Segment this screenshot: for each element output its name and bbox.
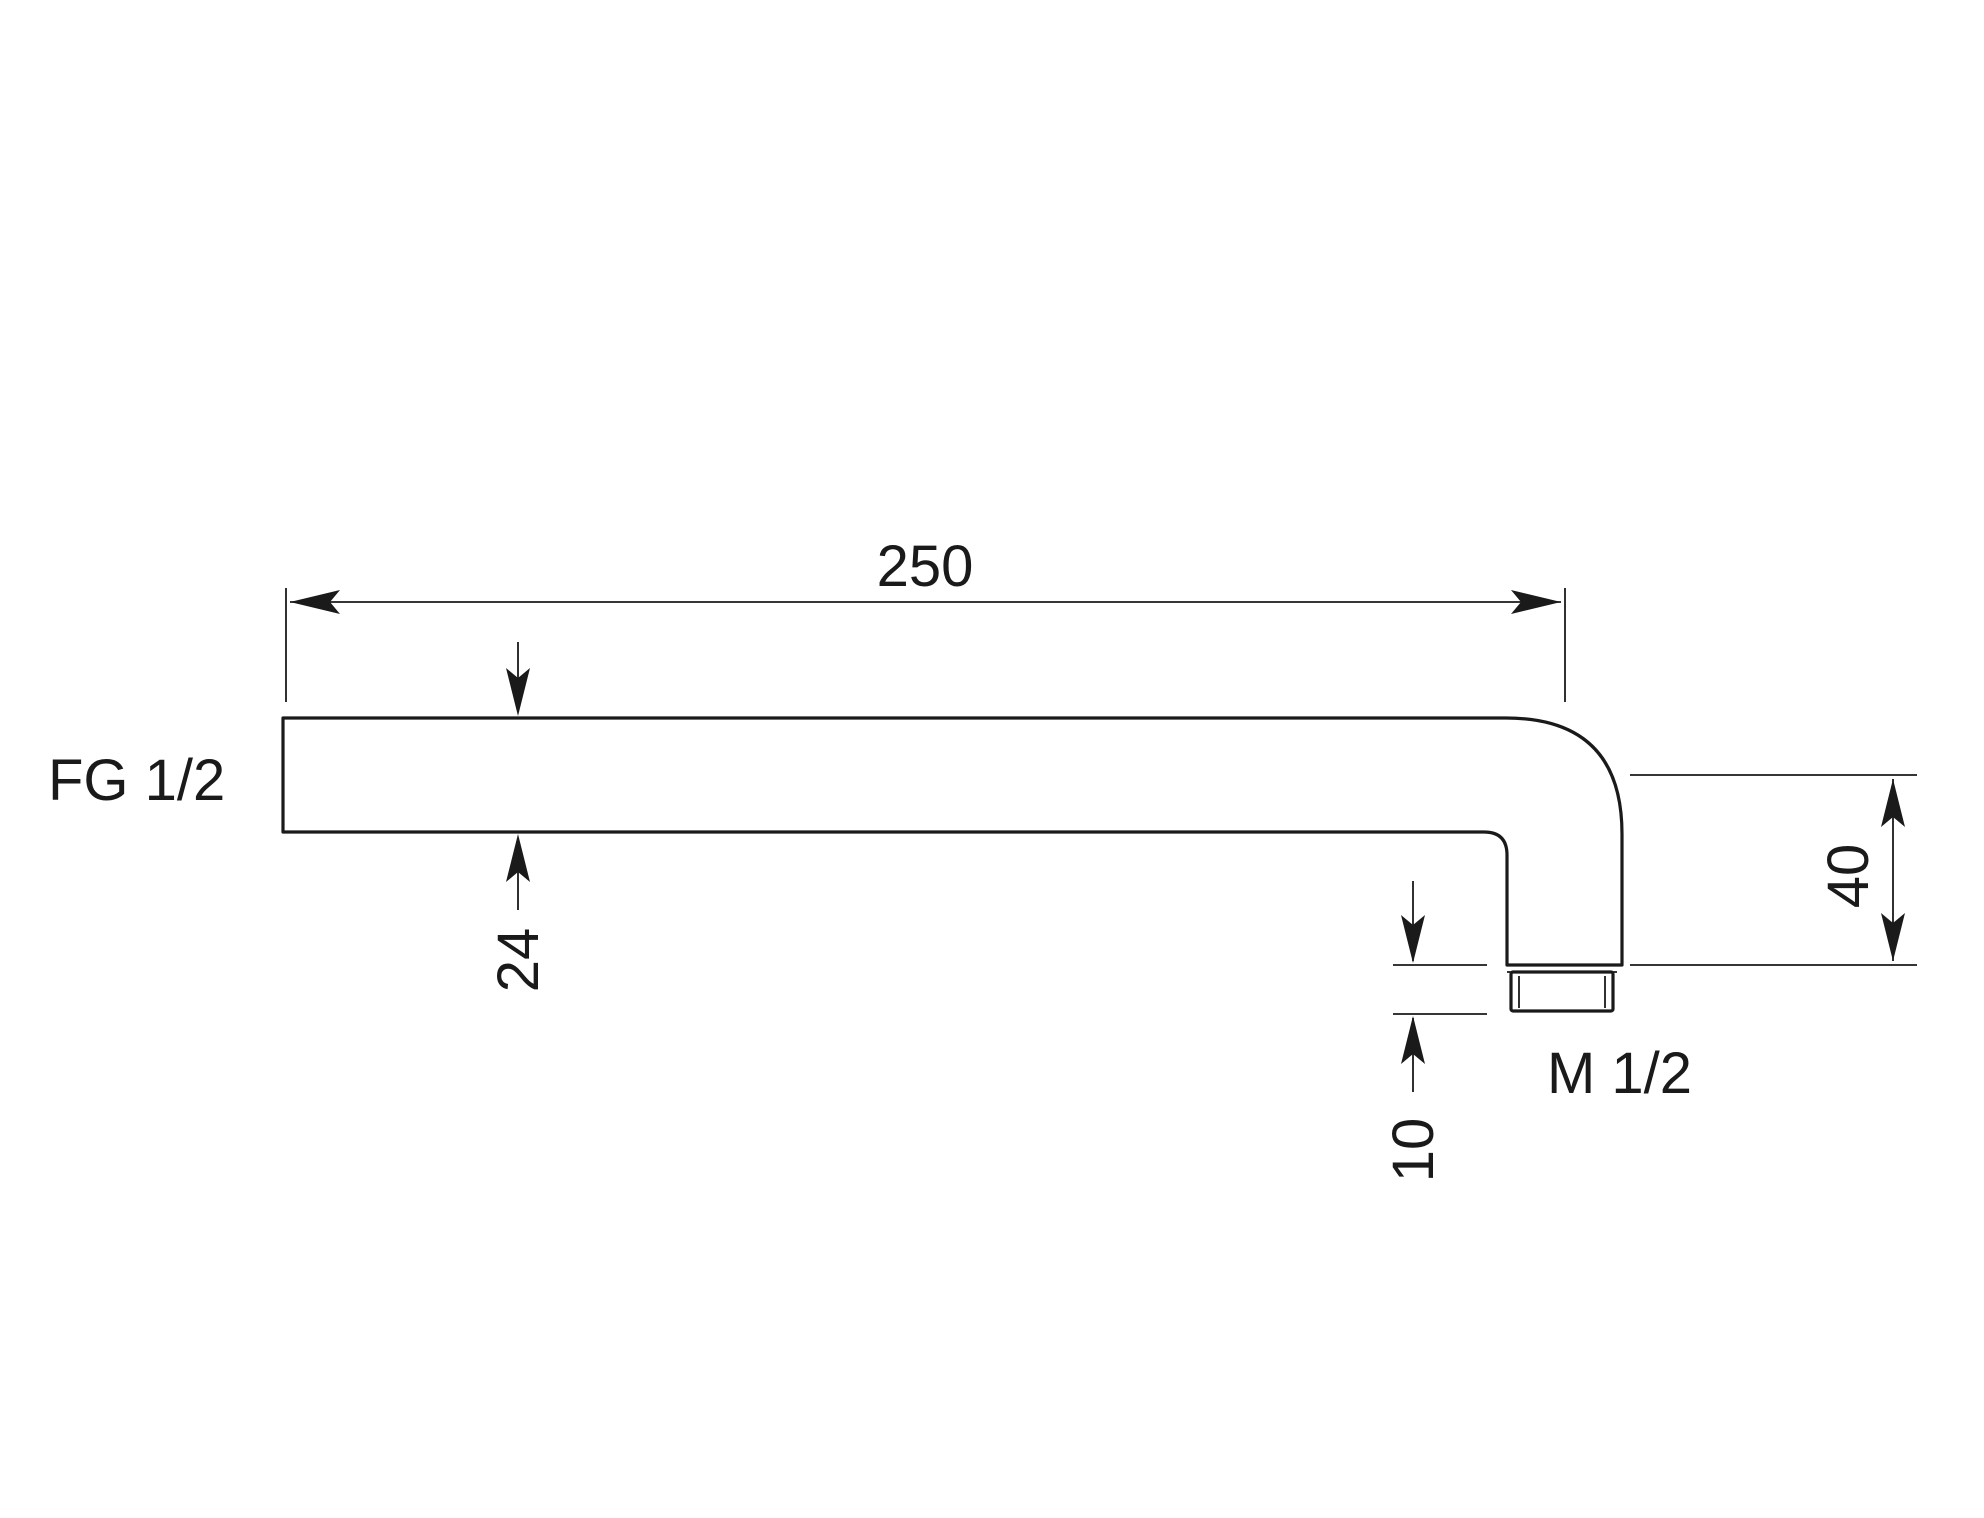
diameter-dimension: 24 (486, 642, 551, 992)
shower-arm-outline (281, 716, 1624, 967)
arrowhead-top (1401, 915, 1425, 963)
drop-height-dimension-label: 40 (1816, 844, 1881, 909)
diameter-dimension-label: 24 (486, 928, 551, 993)
arrowhead-top (506, 668, 530, 716)
arrowhead-top (1881, 779, 1905, 827)
thread-length-dimension: 10 (1381, 881, 1487, 1182)
outlet-thread-label: M 1/2 (1547, 1041, 1692, 1106)
arrowhead-right (1511, 590, 1561, 614)
arrowhead-bottom (1401, 1016, 1425, 1064)
inlet-thread-label: FG 1/2 (48, 748, 225, 813)
arrowhead-bottom (1881, 913, 1905, 961)
arrowhead-left (290, 590, 340, 614)
arrowhead-bottom (506, 834, 530, 882)
outlet-thread-nipple (1507, 970, 1617, 1013)
length-dimension: 250 (285, 534, 1566, 702)
length-dimension-label: 250 (877, 534, 974, 599)
drop-height-dimension: 40 (1630, 774, 1917, 966)
thread-length-dimension-label: 10 (1381, 1118, 1446, 1183)
